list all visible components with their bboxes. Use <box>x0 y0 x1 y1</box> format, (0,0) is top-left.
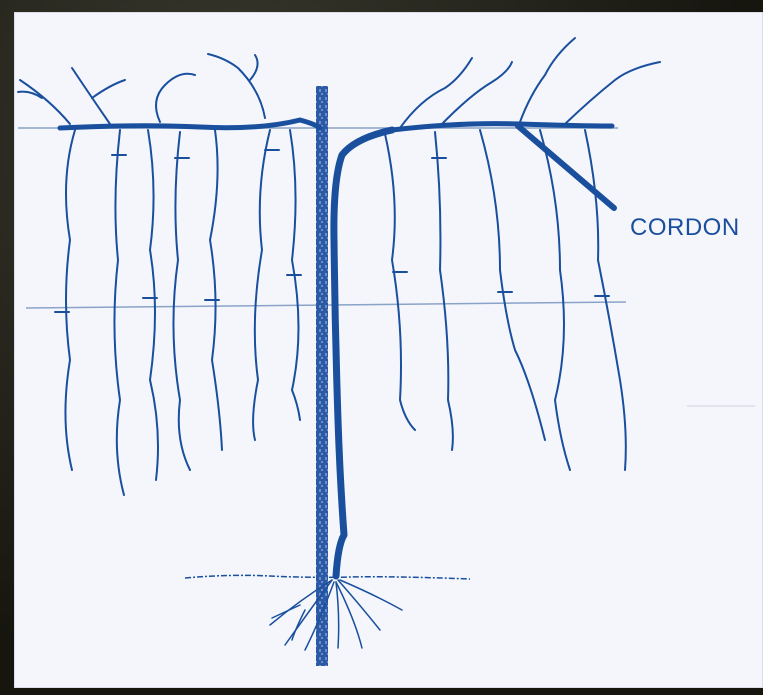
cordon-arm-left <box>60 120 320 128</box>
faint-line <box>687 405 755 407</box>
hanging-shoots-left <box>65 130 300 495</box>
cordon-pointer-line <box>518 126 614 208</box>
hanging-shoots-right <box>385 130 626 470</box>
vine-trunk <box>334 130 392 576</box>
cordon-label: CORDON <box>630 214 740 242</box>
root-system <box>270 580 402 650</box>
upward-shoots <box>18 38 660 128</box>
trellis-post <box>316 86 328 666</box>
cordon-arm-right <box>392 124 612 130</box>
